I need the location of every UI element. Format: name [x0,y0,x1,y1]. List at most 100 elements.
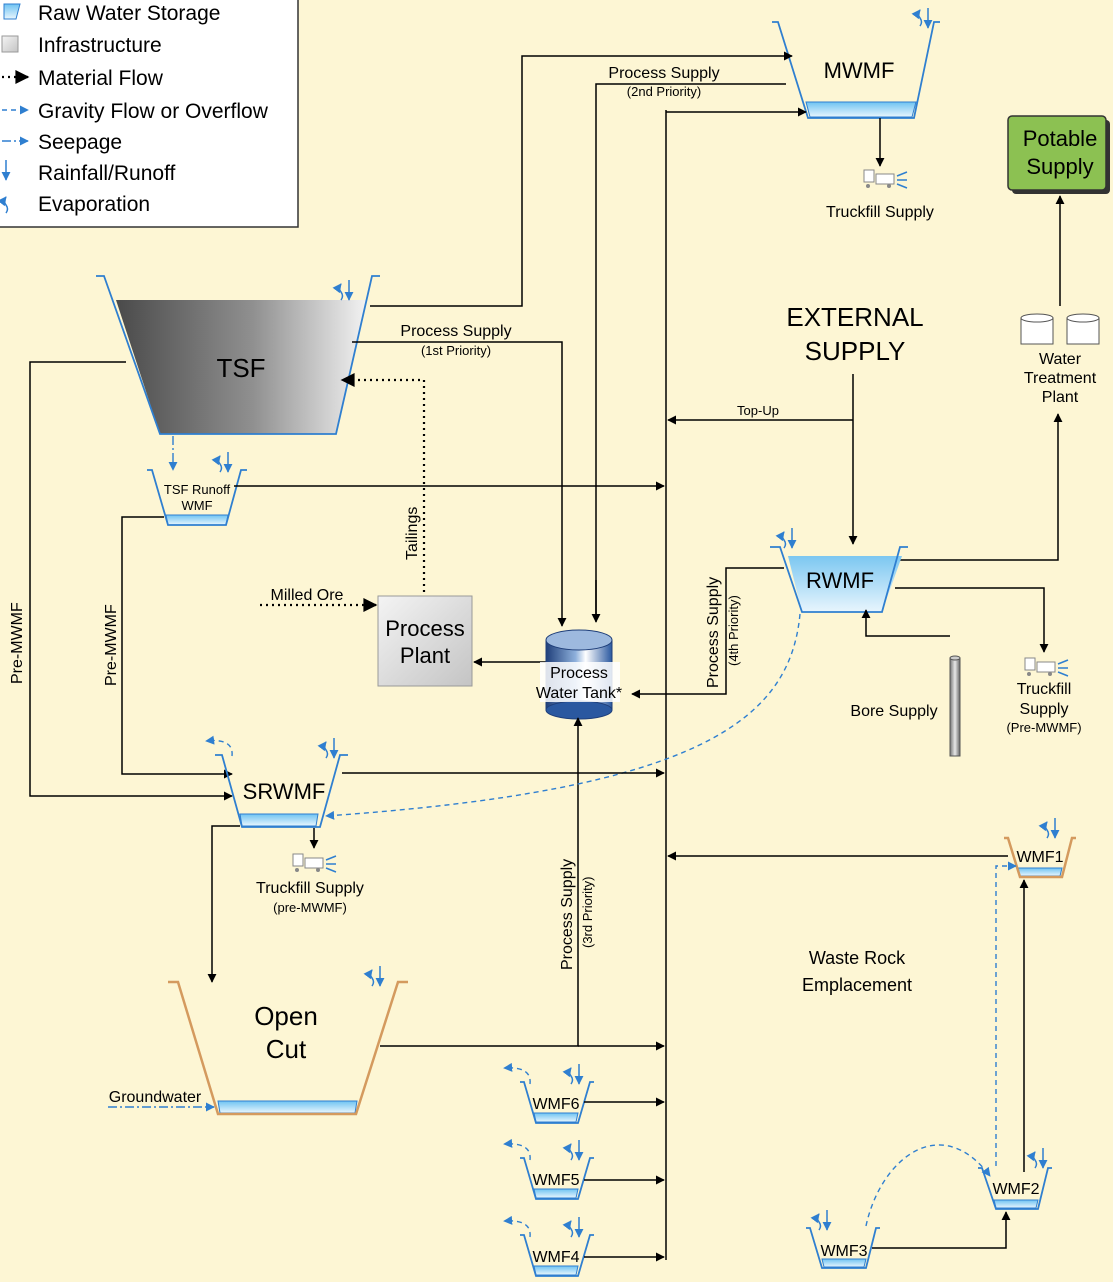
legend-seepage: Seepage [38,131,122,154]
pre-mwmf-inner-label: Pre-MWMF [103,604,120,686]
rwmf-pond: RWMF [770,528,908,613]
process-plant-box [377,595,473,687]
legend-rainfall: Rainfall/Runoff [38,162,176,185]
waste-rock-label-1: Waste Rock [809,948,906,968]
infrastructure-icon [1,35,19,53]
wmf6-rain-evap-icon [562,1064,584,1085]
wmf4-rain-evap-icon [562,1217,584,1238]
process-plant-label-2: Plant [400,643,450,668]
bore-icon [949,655,961,757]
mwmf-label: MWMF [824,58,895,83]
raw-water-storage-icon [3,3,21,20]
legend: Raw Water Storage Infrastructure Materia… [0,0,299,228]
srwmf-outline [215,754,348,828]
wmf5-water [533,1188,579,1199]
srwmf-truckfill-label-2: (pre-MWMF) [273,900,347,915]
srwmf-to-opencut [207,825,240,983]
wmf3-pond: WMF3 [806,1210,880,1269]
topup-label: Top-Up [737,403,779,418]
tsf-to-mwmf-line [370,51,793,307]
wmf3-rain-evap-icon [810,1210,832,1231]
tsf-runoff-wmf-pond: TSF Runoff WMF [147,452,247,526]
wmf3-outline [806,1227,880,1269]
process-supply-4-label: Process Supply [705,577,722,688]
open-cut-water [217,1100,358,1114]
tsf-outline [96,275,380,435]
rwmf-overflow-to-srwmf [325,613,801,820]
wmf3-label: WMF3 [820,1243,867,1260]
rwmf-to-wtp-line [898,413,1063,561]
srwmf-water [239,813,319,827]
potable-supply-box: Potable Supply [1007,115,1110,194]
external-supply-label-2: SUPPLY [805,336,906,366]
srwmf-rain-evap-icon [317,738,339,759]
mwmf-truck-icon [863,169,908,189]
mwmf-outline [772,21,940,119]
open-cut-outline [168,980,408,1116]
water-treatment-tanks [1020,313,1100,345]
srwmf-label: SRWMF [243,779,326,804]
mwmf-pond: MWMF [772,8,940,119]
wmf5-rain-evap-icon [562,1140,584,1161]
legend-gravity-flow: Gravity Flow or Overflow [38,100,269,123]
wmf2-pond: WMF2 [978,1148,1052,1210]
opencut-to-tank-line [380,717,583,1047]
wmf2-label: WMF2 [992,1181,1039,1198]
wmf1-pond: WMF1 [1004,818,1076,879]
process-plant-label-1: Process [385,616,464,641]
wmf3-water [821,1258,867,1268]
priority-4-label: (4th Priority) [726,595,741,666]
legend-infrastructure: Infrastructure [38,34,162,57]
wmf6-outline [520,1081,594,1124]
tsf-label: TSF [216,353,265,383]
wmf5-label: WMF5 [532,1172,579,1189]
groundwater-label: Groundwater [109,1089,202,1106]
process-plant: Process Plant [377,595,473,687]
legend-material-flow: Material Flow [38,67,164,90]
wmf6-water [533,1112,579,1123]
tsf-to-srwmf-outer [29,361,233,801]
legend-raw-water-storage: Raw Water Storage [38,2,220,25]
mwmf-truckfill-label: Truckfill Supply [826,204,934,221]
potable-label-2: Supply [1026,154,1093,179]
tsf-runoff-label-2: WMF [181,498,212,513]
waste-rock-label-2: Emplacement [802,975,912,995]
bore-supply-label: Bore Supply [850,703,937,720]
tsf-rain-evap-icon [332,280,354,301]
tsf-pond: TSF [96,275,380,435]
wmf5-outline [520,1157,594,1200]
mwmf-water [805,101,917,118]
wmf1-label: WMF1 [1016,849,1063,866]
potable-label-1: Potable [1023,126,1098,151]
external-supply-label-1: EXTERNAL [786,302,923,332]
mwmf-rain-evap-icon [911,8,933,29]
tsf-runoff-water [165,514,229,526]
wmf1-rain-evap-icon [1038,818,1060,839]
legend-evaporation: Evaporation [38,193,150,216]
open-cut-rain-evap-icon [363,966,385,987]
process-supply-1-label: Process Supply [400,323,511,340]
evaporation-icon [0,196,9,214]
tsf-to-tank-line [352,341,567,627]
srwmf-overflow-icon [205,735,233,757]
tailings-label: Tailings [404,507,421,560]
wmf4-label: WMF4 [532,1249,579,1266]
wtp-label-3: Plant [1042,389,1079,406]
wtp-label-2: Treatment [1024,370,1097,387]
wmf3-overflow-to-wmf2 [865,1144,991,1227]
priority-2-label: (2nd Priority) [627,84,701,99]
tsf-runoff-rain-evap-icon [211,452,233,473]
wtp-label-1: Water [1039,351,1082,368]
pre-mwmf-outer-label: Pre-MWMF [9,602,26,684]
wmf4-water [533,1265,579,1276]
priority-1-label: (1st Priority) [421,343,491,358]
rwmf-truckfill-label-2: Supply [1020,701,1069,718]
open-cut-label-1: Open [254,1001,318,1031]
tsf-fill [116,300,366,434]
wmf1-outline [1004,836,1076,879]
mwmf-to-tank-line [595,83,786,620]
wmf3-to-wmf2 [872,1211,1011,1249]
rwmf-label: RWMF [806,568,874,593]
rwmf-fill [788,556,902,612]
rwmf-rain-evap-icon [775,528,797,549]
